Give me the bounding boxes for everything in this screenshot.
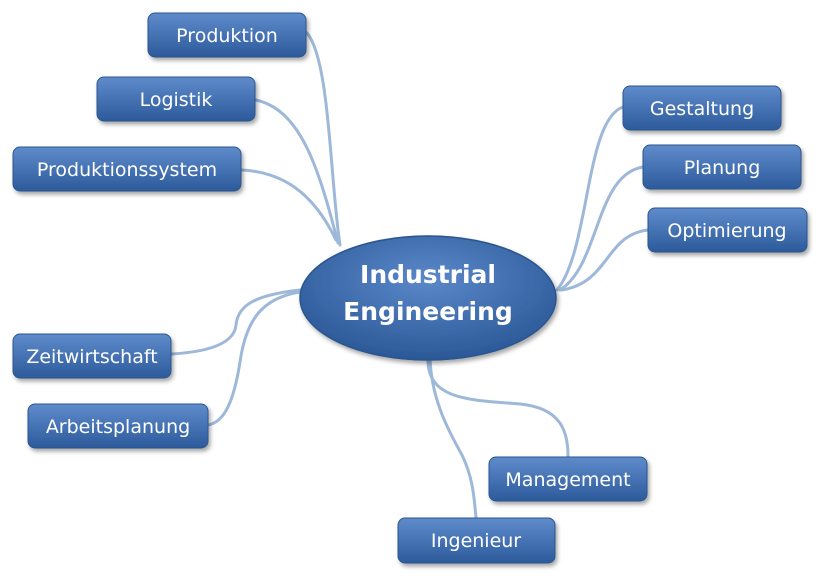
- connector-logistik: [254, 98, 340, 245]
- node-logistik: Logistik: [96, 76, 256, 122]
- center-title-line2: Engineering: [343, 297, 513, 326]
- node-ingenieur: Ingenieur: [397, 517, 556, 564]
- connector-ingenieur: [428, 358, 478, 519]
- connector-arbeitsplanung: [206, 290, 302, 427]
- node-label: Logistik: [140, 89, 213, 111]
- node-optimierung: Optimierung: [647, 207, 808, 253]
- node-arbeitsplanung: Arbeitsplanung: [27, 403, 209, 449]
- node-gestaltung: Gestaltung: [622, 85, 782, 131]
- connectors: [170, 31, 650, 519]
- connector-optimierung: [560, 228, 650, 292]
- node-label: Arbeitsplanung: [46, 416, 190, 438]
- connector-zeitwirtschaft: [170, 288, 302, 356]
- node-label: Ingenieur: [431, 530, 521, 552]
- node-label: Produktion: [176, 25, 278, 47]
- node-label: Produktionssystem: [37, 159, 217, 181]
- node-label: Gestaltung: [650, 98, 754, 120]
- node-produktionssystem: Produktionssystem: [12, 146, 242, 192]
- connector-management: [426, 358, 570, 458]
- connector-produktionssystem: [240, 168, 338, 242]
- connector-planung: [558, 165, 645, 292]
- node-label: Zeitwirtschaft: [26, 346, 157, 368]
- node-label: Planung: [684, 157, 761, 179]
- connector-produktion: [305, 31, 342, 247]
- center-node: Industrial Engineering: [299, 235, 557, 361]
- node-zeitwirtschaft: Zeitwirtschaft: [12, 333, 172, 379]
- center-title-line1: Industrial: [360, 260, 496, 289]
- node-management: Management: [488, 456, 648, 502]
- node-label: Optimierung: [667, 220, 786, 242]
- connector-gestaltung: [555, 105, 625, 292]
- node-produktion: Produktion: [147, 12, 307, 58]
- node-planung: Planung: [642, 144, 802, 190]
- node-label: Management: [505, 469, 630, 491]
